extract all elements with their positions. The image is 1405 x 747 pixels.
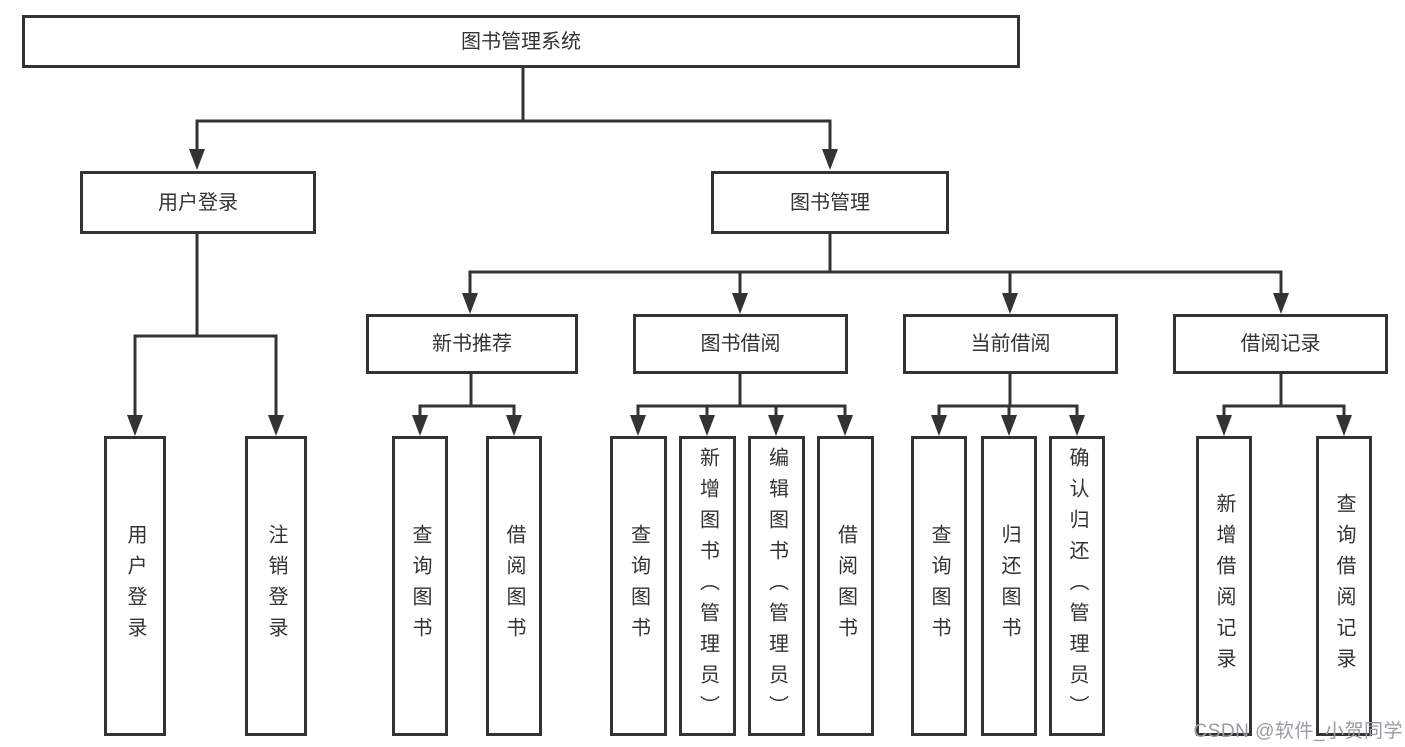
node-borrow-records-label: 借阅记录: [1240, 333, 1321, 355]
node-root-system-label: 图书管理系统: [461, 30, 581, 53]
node-current-borrowing: 当前借阅: [903, 314, 1118, 374]
leaf-borrow-books-label: 借阅图书: [834, 524, 857, 648]
leaf-edit-books-admin-label: 编辑图书（管理员）: [765, 446, 788, 726]
leaf-confirm-return-admin-label: 确认归还（管理员）: [1066, 446, 1088, 726]
node-book-borrowing-label: 图书借阅: [700, 333, 781, 355]
node-book-borrowing: 图书借阅: [633, 314, 848, 374]
leaf-logout-label: 注销登录: [265, 524, 287, 648]
leaf-return-books: 归还图书: [981, 436, 1037, 736]
csdn-watermark: CSDN @软件_小贺同学: [1193, 721, 1403, 742]
leaf-query-books-recommend-label: 查询图书: [409, 524, 431, 648]
leaf-logout: 注销登录: [245, 436, 307, 736]
leaf-borrow-books: 借阅图书: [817, 436, 874, 736]
node-user-login-label: 用户登录: [158, 191, 238, 214]
leaf-query-books-recommend: 查询图书: [392, 436, 448, 736]
leaf-add-borrow-record-label: 新增借阅记录: [1213, 493, 1235, 679]
leaf-user-login: 用户登录: [104, 436, 166, 736]
node-book-management-label: 图书管理: [790, 191, 870, 214]
leaf-add-borrow-record: 新增借阅记录: [1196, 436, 1252, 736]
node-user-login: 用户登录: [80, 171, 316, 234]
node-book-management: 图书管理: [711, 171, 949, 234]
node-current-borrowing-label: 当前借阅: [970, 333, 1051, 355]
leaf-return-books-label: 归还图书: [998, 524, 1020, 648]
node-new-book-recommend-label: 新书推荐: [432, 333, 512, 355]
leaf-add-books-admin: 新增图书（管理员）: [679, 436, 736, 736]
node-root-system: 图书管理系统: [22, 15, 1020, 68]
leaf-query-borrow-record: 查询借阅记录: [1316, 436, 1372, 736]
leaf-borrow-books-recommend-label: 借阅图书: [503, 524, 525, 648]
leaf-query-borrow-record-label: 查询借阅记录: [1333, 493, 1355, 679]
leaf-edit-books-admin: 编辑图书（管理员）: [748, 436, 805, 736]
leaf-query-books-borrowing-label: 查询图书: [627, 524, 650, 648]
leaf-add-books-admin-label: 新增图书（管理员）: [696, 446, 719, 726]
leaf-query-books-current-label: 查询图书: [928, 524, 950, 648]
node-new-book-recommend: 新书推荐: [366, 314, 578, 374]
leaf-confirm-return-admin: 确认归还（管理员）: [1049, 436, 1105, 736]
leaf-borrow-books-recommend: 借阅图书: [486, 436, 542, 736]
connector-path: [133, 66, 1346, 420]
leaf-query-books-current: 查询图书: [911, 436, 967, 736]
leaf-user-login-label: 用户登录: [124, 524, 146, 648]
leaf-query-books-borrowing: 查询图书: [610, 436, 667, 736]
node-borrow-records: 借阅记录: [1173, 314, 1388, 374]
